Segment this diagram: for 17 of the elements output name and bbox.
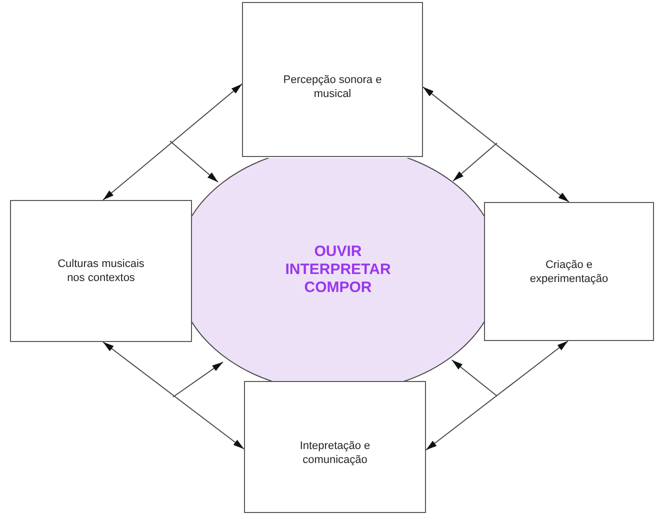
concept-box (244, 381, 426, 513)
central-heading: OUVIR INTERPRETAR COMPOR (285, 242, 391, 296)
concept-box (484, 202, 654, 341)
arrow (102, 84, 242, 200)
arrow (451, 360, 498, 396)
box-label: Intepretação e comunicação (298, 439, 372, 467)
box-label: Criação e experimentação (528, 258, 610, 286)
arrow (426, 340, 568, 451)
arrow (102, 342, 244, 450)
box-label: Percepção sonora e musical (282, 73, 383, 101)
arrow (172, 362, 224, 398)
arrow (170, 140, 218, 183)
arrow (422, 86, 570, 202)
arrow (452, 142, 498, 182)
concept-box (242, 2, 423, 157)
concept-box (10, 200, 192, 342)
box-label: Culturas musicais nos contextos (56, 257, 146, 285)
